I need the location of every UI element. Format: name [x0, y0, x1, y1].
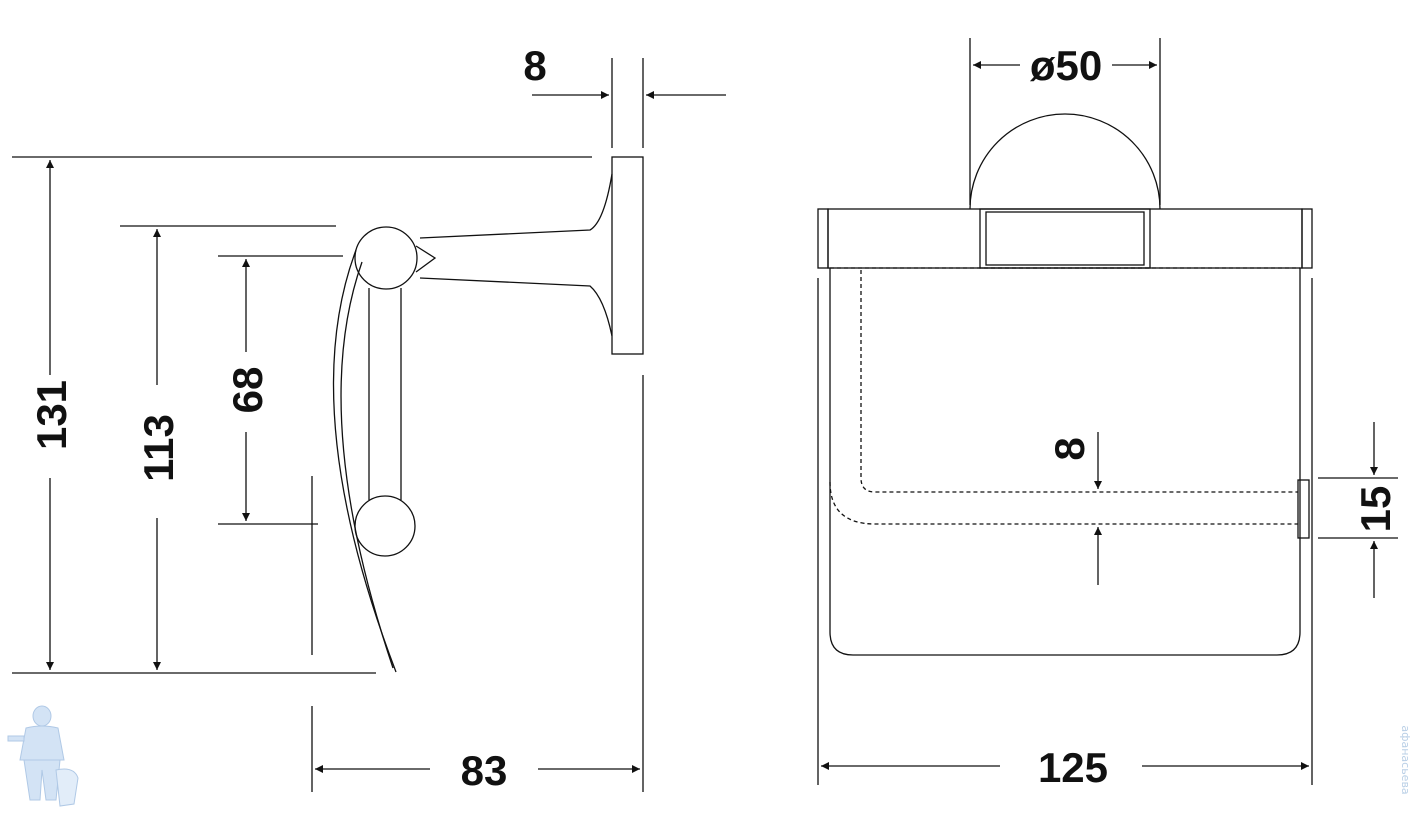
arm-upper-edge [419, 173, 613, 239]
dim-label-bar-height: 113 [135, 414, 182, 482]
right-end-cap [1301, 208, 1313, 269]
dim-label-total-height: 131 [28, 380, 75, 450]
dim-label-depth: 83 [461, 747, 508, 794]
dim-label-end-height: 15 [1352, 486, 1399, 533]
cover-flap-inner [340, 261, 394, 669]
center-hub [979, 208, 1151, 269]
wall-plate [611, 156, 644, 355]
roll-end-cap [354, 495, 416, 557]
front-view [817, 38, 1398, 785]
hidden-line-roll-top [860, 270, 1298, 493]
dim-label-roll-axis: 68 [224, 367, 271, 414]
arm-lower-edge [419, 277, 613, 337]
side-view [12, 58, 726, 792]
plumber-logo [7, 705, 79, 807]
rosette-dome [969, 113, 1161, 210]
pivot-knob [354, 226, 418, 290]
hidden-line-roll-bottom [829, 481, 1298, 525]
arm-tip [415, 245, 437, 273]
cover-flap-outer [332, 249, 397, 673]
roll-holder-end [1297, 479, 1310, 539]
dim-label-rosette-diameter: ø50 [1030, 42, 1102, 89]
center-hub-inner [985, 211, 1145, 266]
left-end-cap [817, 208, 829, 269]
dim-label-plate-thickness: 8 [523, 42, 546, 89]
dim-label-width: 125 [1038, 744, 1108, 791]
top-bar [827, 208, 1303, 269]
cover-flap [829, 268, 1301, 656]
watermark-text: афанасьева [1399, 725, 1412, 794]
dim-label-roll-gap: 8 [1046, 437, 1093, 460]
